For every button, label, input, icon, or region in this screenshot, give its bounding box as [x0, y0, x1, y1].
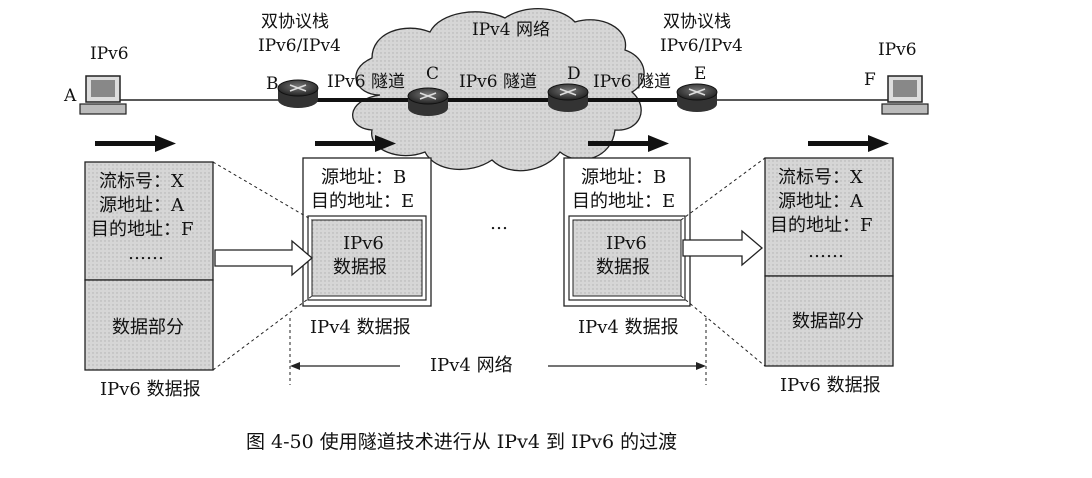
network-span-label: IPv4 网络	[430, 355, 513, 376]
ipv4-network-span-arrow	[290, 362, 706, 370]
left-more: ……	[128, 243, 164, 264]
right-more: ……	[808, 241, 844, 262]
tunnel-label-1: IPv6 隧道	[327, 72, 405, 92]
router-d	[547, 83, 589, 112]
ipv4-datagram-right	[563, 157, 691, 307]
ipv4-right-dst: 目的地址：E	[572, 191, 676, 212]
ipv4-cloud	[352, 8, 645, 172]
ipv4-right-inner-1: IPv6	[606, 233, 647, 254]
node-a-label: A	[64, 86, 77, 106]
ipv4-datagram-left	[302, 157, 432, 307]
dual-stack-proto-left: IPv6/IPv4	[258, 36, 341, 56]
decapsulate-arrow	[682, 229, 764, 267]
ipv6-datagram-right	[764, 157, 894, 367]
left-data-part: 数据部分	[112, 317, 184, 338]
tunnel-label-3: IPv6 隧道	[593, 72, 671, 92]
cloud-label: IPv4 网络	[472, 20, 550, 40]
dual-stack-label-right: 双协议栈	[663, 12, 731, 32]
ipv4-left-dst: 目的地址：E	[311, 191, 415, 212]
right-dst-addr: 目的地址：F	[770, 215, 873, 236]
node-b-label: B	[266, 74, 279, 94]
encapsulate-arrow	[214, 239, 314, 277]
left-ipv6-caption: IPv6 数据报	[100, 379, 201, 400]
ipv4-left-src: 源地址：B	[321, 167, 407, 188]
router-c	[407, 87, 449, 116]
ipv4-left-caption: IPv4 数据报	[310, 317, 411, 338]
tunnel-label-2: IPv6 隧道	[459, 72, 537, 92]
node-e-label: E	[694, 64, 707, 84]
left-src-addr: 源地址：A	[99, 195, 184, 216]
host-a-computer-icon	[79, 75, 127, 115]
dual-stack-label-left: 双协议栈	[261, 12, 329, 32]
host-a-proto: IPv6	[90, 44, 129, 64]
direction-arrows	[95, 135, 889, 152]
ipv6-datagram-left	[84, 161, 214, 371]
right-src-addr: 源地址：A	[778, 191, 863, 212]
left-dst-addr: 目的地址：F	[91, 219, 194, 240]
dashed-connectors	[212, 157, 766, 385]
ipv4-left-inner-2: 数据报	[333, 257, 387, 278]
ipv4-left-inner-1: IPv6	[343, 233, 384, 254]
figure-caption: 图 4-50 使用隧道技术进行从 IPv4 到 IPv6 的过渡	[246, 431, 678, 453]
ipv4-right-inner-2: 数据报	[596, 257, 650, 278]
node-d-label: D	[567, 64, 581, 84]
ipv4-right-src: 源地址：B	[581, 167, 667, 188]
router-e	[676, 83, 718, 112]
ellipsis: …	[490, 213, 508, 234]
node-c-label: C	[426, 64, 440, 84]
dual-stack-proto-right: IPv6/IPv4	[660, 36, 743, 56]
ipv4-right-caption: IPv4 数据报	[578, 317, 679, 338]
router-b	[277, 79, 319, 108]
node-f-label: F	[864, 70, 876, 90]
right-flow-label: 流标号：X	[778, 167, 863, 188]
host-f-computer-icon	[881, 75, 929, 115]
left-flow-label: 流标号：X	[99, 171, 184, 192]
right-ipv6-caption: IPv6 数据报	[780, 375, 881, 396]
host-f-proto: IPv6	[878, 40, 917, 60]
right-data-part: 数据部分	[792, 311, 864, 332]
